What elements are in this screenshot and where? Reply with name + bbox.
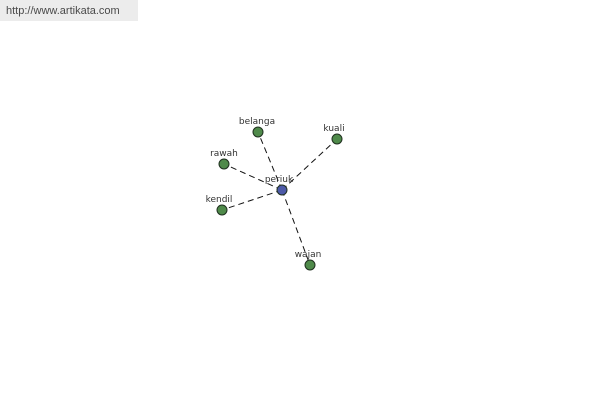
edge-periuk-rawah (223, 163, 283, 191)
node-dot-kendil[interactable] (216, 204, 228, 216)
node-dot-wajan[interactable] (304, 259, 316, 271)
node-label-belanga[interactable]: belanga (239, 117, 275, 127)
node-kendil[interactable]: kendil (206, 195, 233, 216)
node-dot-rawah[interactable] (218, 158, 230, 170)
node-dot-periuk[interactable] (276, 184, 288, 196)
nodes-layer: belanga kuali rawah kendil wajan periuk (206, 117, 345, 271)
node-dot-belanga[interactable] (252, 126, 264, 138)
node-dot-kuali[interactable] (331, 133, 343, 145)
site-url-text: http://www.artikata.com (6, 5, 120, 17)
node-belanga[interactable]: belanga (239, 117, 275, 138)
edges-layer (221, 131, 338, 266)
edge-periuk-kendil (221, 189, 283, 211)
node-label-kendil[interactable]: kendil (206, 195, 233, 205)
edge-periuk-kuali (281, 138, 338, 191)
center-node-periuk[interactable]: periuk (265, 175, 294, 196)
site-url-watermark: http://www.artikata.com (0, 0, 138, 21)
edge-periuk-belanga (257, 131, 283, 191)
node-wajan[interactable]: wajan (295, 250, 322, 271)
node-label-wajan[interactable]: wajan (295, 250, 322, 260)
node-label-rawah[interactable]: rawah (210, 149, 238, 159)
node-label-kuali[interactable]: kuali (323, 124, 344, 134)
node-label-periuk[interactable]: periuk (265, 175, 294, 185)
node-rawah[interactable]: rawah (210, 149, 238, 170)
edge-periuk-wajan (281, 189, 311, 266)
node-kuali[interactable]: kuali (323, 124, 345, 145)
